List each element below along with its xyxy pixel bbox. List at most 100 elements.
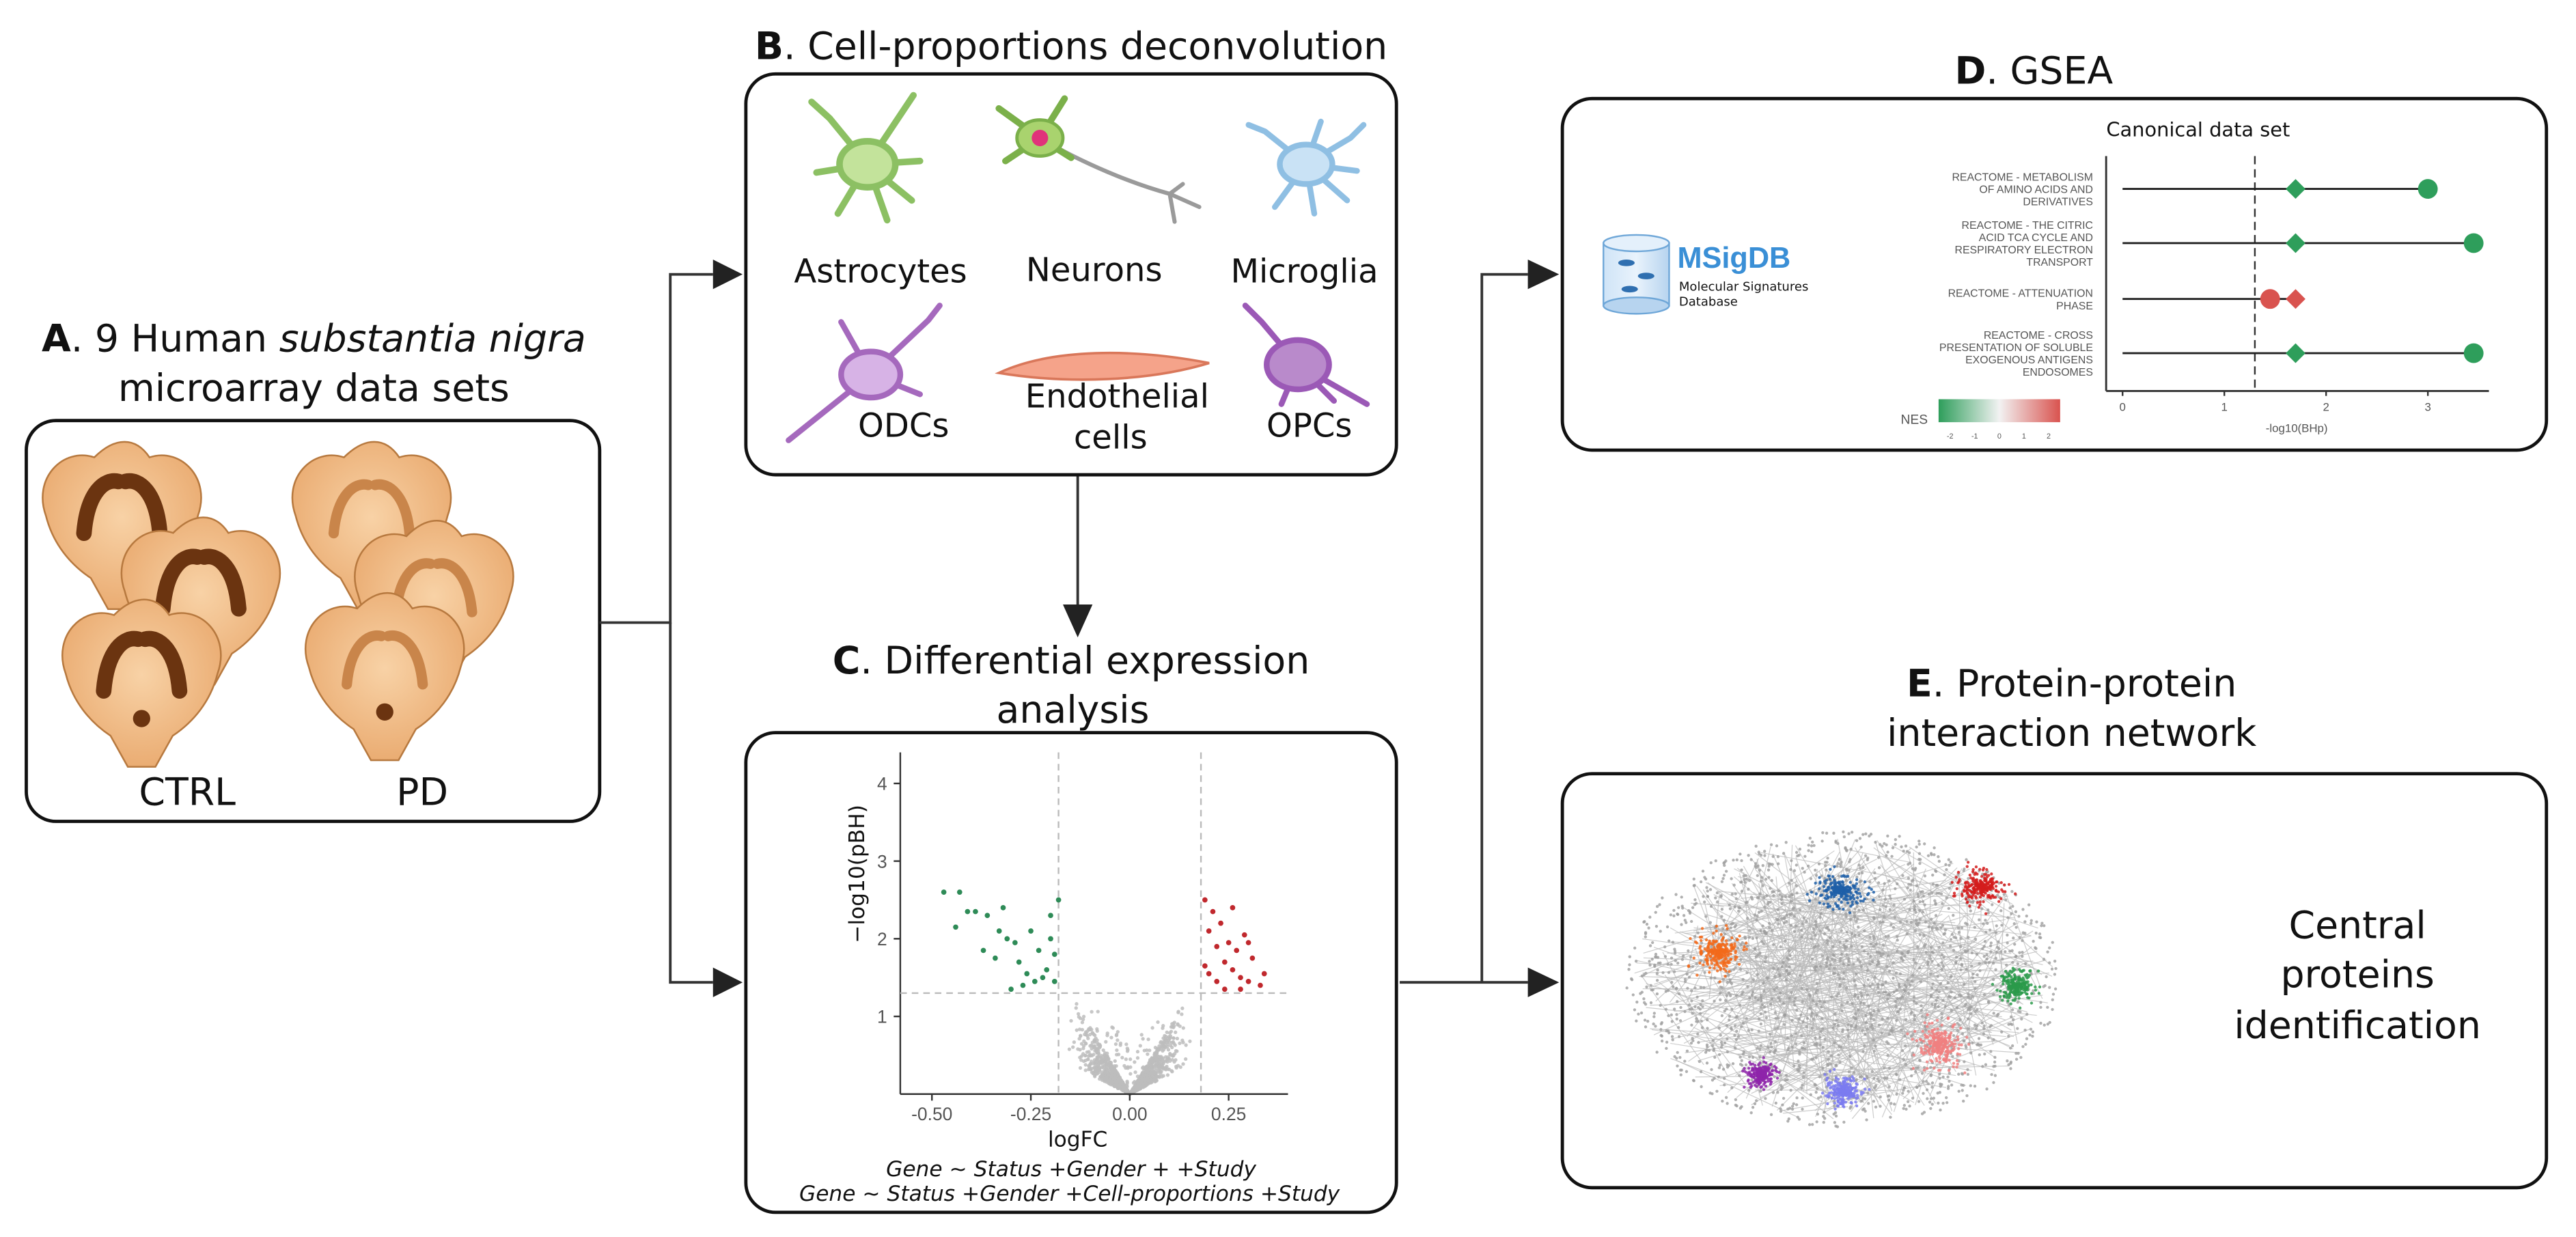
volcano-point-down [1031, 979, 1038, 984]
cell-label-microglia: Microglia [1231, 253, 1379, 291]
volcano-point-up [1234, 947, 1240, 954]
panel-d-letter: D [1954, 50, 1986, 94]
volcano-point-down [1020, 982, 1026, 988]
arrow-a-to-c [669, 622, 713, 984]
panel-e-title-text: . Protein-protein [1933, 663, 2237, 706]
cell-label-endothelial-cells: cells [1074, 419, 1148, 457]
gsea-diamond-point [2286, 289, 2305, 309]
volcano-point-down [953, 924, 958, 930]
volcano-point-up [1261, 971, 1267, 977]
volcano-point-down [984, 913, 991, 919]
nes-legend-tick: -1 [1971, 432, 1978, 441]
volcano-point-down [973, 908, 978, 915]
astrocyte-icon [808, 92, 924, 224]
nes-legend-tick: 1 [2022, 432, 2026, 441]
gsea-diamond-point [2286, 179, 2305, 199]
volcano-point-down [1044, 967, 1050, 973]
gsea-circle-point [2463, 343, 2484, 363]
microglia-icon [1245, 118, 1367, 217]
volcano-point-up [1210, 908, 1216, 915]
panel-c-subtitle: analysis [997, 689, 1150, 732]
volcano-point-up [1206, 971, 1212, 977]
volcano-point-up [1230, 967, 1236, 973]
volcano-point-up [1202, 897, 1208, 903]
volcano-point-down [1000, 905, 1006, 911]
volcano-background-cloud [1067, 1002, 1192, 1096]
nes-legend-tick: -2 [1947, 432, 1954, 441]
volcano-point-down [996, 928, 1002, 934]
arrow-a-to-b [599, 273, 713, 624]
volcano-point-down [1004, 936, 1010, 942]
connectors [599, 260, 1560, 997]
volcano-point-up [1202, 963, 1208, 969]
gsea-pathway-label: DERIVATIVES [2023, 197, 2093, 208]
volcano-point-down [993, 955, 998, 961]
volcano-point-up [1206, 928, 1212, 934]
volcano-point-up [1225, 940, 1232, 945]
gsea-diamond-point [2286, 233, 2305, 253]
gsea-pathway-label: REACTOME - CROSS [1984, 330, 2093, 342]
volcano-x-axis-label: logFC [1048, 1128, 1107, 1152]
msigdb-logo: MSigDB Molecular Signatures Database [1603, 234, 1808, 315]
volcano-point-up [1218, 920, 1223, 926]
volcano-y-tick-label: 1 [877, 1007, 887, 1027]
volcano-point-down [980, 947, 986, 954]
gsea-circle-point [2418, 179, 2438, 199]
volcano-y-axis-label: −log10(pBH) [845, 805, 870, 943]
arrowhead-a-to-b [712, 260, 743, 290]
panel-d: D. GSEA MSigDB Molecular Signatures Data… [1560, 50, 2549, 452]
panel-b-letter: B [755, 25, 784, 69]
panel-a-title: A. 9 Human substantia nigra [42, 318, 586, 361]
volcano-point-up [1221, 986, 1228, 992]
volcano-point-down [1051, 979, 1057, 984]
panel-b: B. Cell-proportions deconvolution Astroc… [744, 25, 1398, 477]
cell-label-endothelial: Endothelial [1025, 377, 1209, 415]
volcano-significant-points [941, 889, 1267, 992]
volcano-point-down [1048, 936, 1053, 942]
gsea-x-tick-label: 1 [2221, 400, 2228, 413]
model-formula-1: Gene ~ Status +Gender + +Study [886, 1157, 1256, 1182]
volcano-point-up [1245, 940, 1251, 945]
gsea-x-tick-label: 0 [2120, 400, 2126, 413]
volcano-point-down [1036, 947, 1042, 954]
cell-label-neurons: Neurons [1026, 251, 1163, 289]
volcano-point-down [1040, 975, 1046, 981]
volcano-point-up [1221, 959, 1228, 965]
msigdb-subtitle-2: Database [1679, 294, 1738, 309]
caption-proteins: proteins [2280, 953, 2434, 997]
panel-a: A. 9 Human substantia nigra microarray d… [25, 318, 602, 823]
group-label-ctrl: CTRL [139, 770, 236, 814]
opc-icon [1242, 303, 1370, 407]
volcano-x-tick-label: 0.00 [1112, 1104, 1147, 1124]
database-icon [1603, 234, 1670, 315]
msigdb-name: MSigDB [1677, 242, 1790, 275]
caption-central: Central [2288, 904, 2426, 947]
volcano-point-up [1245, 979, 1251, 984]
panel-c-title: C. Differential expression [833, 639, 1310, 683]
volcano-point-up [1249, 955, 1256, 961]
volcano-x-tick-label: 0.25 [1211, 1104, 1246, 1124]
volcano-point-up [1238, 986, 1243, 992]
gsea-circle-point [2463, 233, 2484, 253]
gsea-pathway-label: OF AMINO ACIDS AND [1979, 184, 2093, 196]
caption-identification: identification [2234, 1004, 2481, 1048]
arrow-c-to-d [1480, 273, 1528, 983]
nes-legend-label: NES [1901, 413, 1928, 428]
gsea-pathway-label: RESPIRATORY ELECTRON [1955, 245, 2093, 256]
volcano-point-down [1012, 940, 1018, 945]
gsea-x-axis-label: -log10(BHp) [2266, 422, 2328, 435]
gsea-pathway-label: EXOGENOUS ANTIGENS [1965, 355, 2093, 366]
neuron-icon [995, 95, 1202, 224]
volcano-point-down [956, 889, 962, 895]
volcano-y-tick-label: 2 [877, 929, 887, 949]
volcano-point-up [1214, 943, 1220, 949]
volcano-y-tick-label: 3 [877, 851, 887, 872]
volcano-point-down [1008, 986, 1014, 992]
volcano-point-down [1028, 928, 1034, 934]
panel-e: E. Protein-protein interaction network C… [1560, 663, 2549, 1190]
volcano-point-up [1241, 932, 1247, 938]
